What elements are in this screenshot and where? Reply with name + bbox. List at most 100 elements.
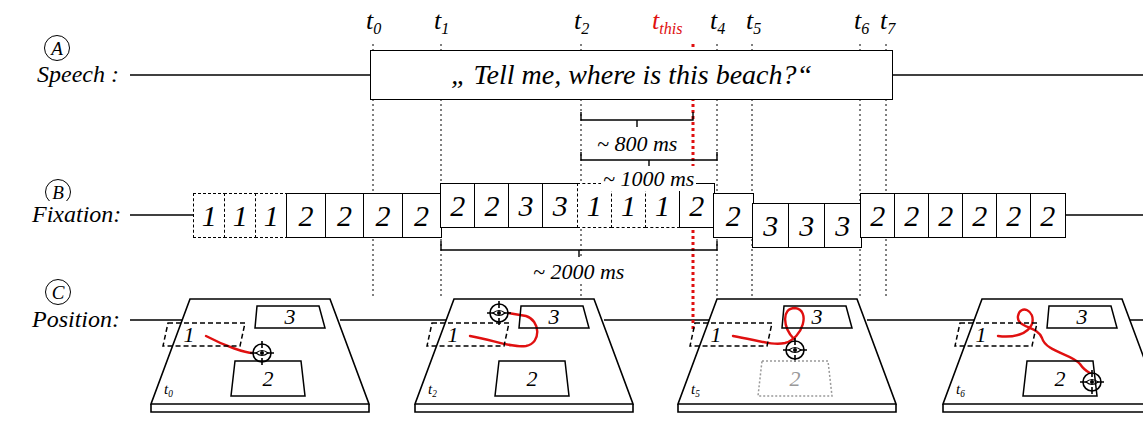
node-text: 2 — [263, 368, 274, 390]
scene-panel: t2132 — [414, 298, 634, 414]
scene-region: 3 — [518, 305, 590, 329]
duration-brackets — [441, 241, 717, 257]
scene-region-outline — [163, 323, 245, 346]
time-marker: t5 — [744, 6, 763, 36]
scene-region-outline — [782, 306, 852, 328]
scene-panel: t5132 — [677, 298, 897, 414]
gaze-paths — [998, 310, 1090, 373]
node-text: 3 — [763, 211, 778, 241]
subscript: 7 — [887, 20, 895, 37]
fixation-cell: 2 — [440, 183, 476, 228]
fixation-cell: 1 — [193, 193, 226, 238]
scene-panel-outline — [415, 299, 633, 412]
fixation-cell: 2 — [1030, 193, 1066, 238]
node-text: 2 — [904, 201, 919, 231]
node-text: 2 — [726, 201, 741, 231]
scene-region: 2 — [757, 360, 833, 397]
time-marker: t1 — [432, 6, 451, 36]
subscript: 4 — [717, 20, 725, 37]
fixation-cell: 2 — [860, 193, 896, 238]
fixation-cell: 2 — [363, 193, 403, 238]
scene-panel-outline — [151, 299, 369, 412]
scene-region-outline — [495, 361, 569, 396]
scene-region-outline — [689, 322, 773, 347]
fixation-cell: 3 — [542, 183, 578, 228]
node-text: 1 — [587, 191, 602, 221]
row-letter-circle: C — [45, 279, 71, 305]
fixation-cell: 2 — [713, 193, 754, 238]
scene-region: 1 — [162, 322, 246, 347]
scene-region-outline — [758, 361, 832, 396]
scene-region: 3 — [1046, 305, 1118, 329]
time-marker: t6 — [852, 6, 871, 36]
node-text: B — [52, 183, 64, 202]
node-text: C — [52, 283, 65, 302]
scene-region-outline — [955, 323, 1037, 346]
fixation-cell: 2 — [325, 193, 365, 238]
fixation-cell: 2 — [928, 193, 964, 238]
node-text: 1 — [711, 324, 722, 346]
time-marker: tthis — [650, 6, 685, 36]
row-baselines — [130, 319, 1143, 320]
scene-region-outline — [427, 323, 509, 346]
time-marker: t0 — [364, 6, 383, 36]
node-text: 3 — [1077, 306, 1088, 328]
node-text: 2 — [337, 201, 352, 231]
row-label: Position: — [30, 306, 122, 334]
node-text: 1 — [184, 324, 195, 346]
fixation-cell: 2 — [286, 193, 326, 238]
node-text: 1 — [233, 201, 248, 231]
node-text: 3 — [553, 191, 568, 221]
fixation-cell: 1 — [255, 193, 288, 238]
scene-region: 2 — [1022, 360, 1098, 397]
scene-region-outline — [255, 306, 325, 328]
node-text: 2 — [1006, 201, 1021, 231]
duration-label: ~ 2000 ms — [531, 259, 626, 284]
scene-region: 2 — [230, 360, 306, 397]
node-text: A — [51, 39, 63, 58]
scene-region: 1 — [426, 322, 510, 347]
scene-region-outline — [426, 322, 510, 347]
scene-panel-outline — [943, 299, 1143, 412]
scene-region-outline — [954, 322, 1038, 347]
fixation-cell: 2 — [402, 193, 442, 238]
time-marker: t7 — [878, 6, 897, 36]
scene-panel: t6132 — [942, 298, 1143, 414]
scene-region-outline — [1023, 361, 1097, 396]
node-text: 1 — [264, 201, 279, 231]
duration-label: ~ 800 ms — [595, 131, 679, 156]
fixation-cell: 2 — [962, 193, 998, 238]
scene-region-outline — [1047, 306, 1117, 328]
scene-region: 1 — [954, 322, 1038, 347]
gaze-paths — [206, 336, 253, 353]
fixation-cell: 1 — [224, 193, 257, 238]
node-text: 2 — [376, 201, 391, 231]
scene-region-outline — [231, 361, 305, 396]
scene-region-outline — [690, 323, 772, 346]
scene-panel-outline — [677, 298, 897, 414]
node-text: 2 — [414, 201, 429, 231]
time-marker: t2 — [572, 6, 591, 36]
subscript: 2 — [432, 389, 437, 399]
node-text: 2 — [790, 368, 801, 390]
node-text: 3 — [285, 306, 296, 328]
node-text: 2 — [1055, 368, 1066, 390]
duration-brackets — [441, 112, 717, 257]
scene-region-outline — [162, 322, 246, 347]
scene-panel: t0132 — [150, 298, 370, 414]
node-text: 2 — [870, 201, 885, 231]
gaze-eyes — [487, 301, 511, 325]
subscript: 1 — [441, 20, 449, 37]
scene-region: 3 — [254, 305, 326, 329]
node-text: 1 — [448, 324, 459, 346]
node-text: 1 — [976, 324, 987, 346]
scene-panel-outline — [678, 299, 896, 412]
panel-time-label: t5 — [691, 382, 700, 397]
subscript: 6 — [960, 389, 965, 399]
row-label: Speech : — [35, 61, 121, 89]
duration-label: ~ 1000 ms — [601, 166, 696, 191]
fixation-cell: 2 — [996, 193, 1032, 238]
speech-box: „ Tell me, where is this beach?“ — [370, 50, 893, 100]
subscript: 0 — [168, 389, 173, 399]
